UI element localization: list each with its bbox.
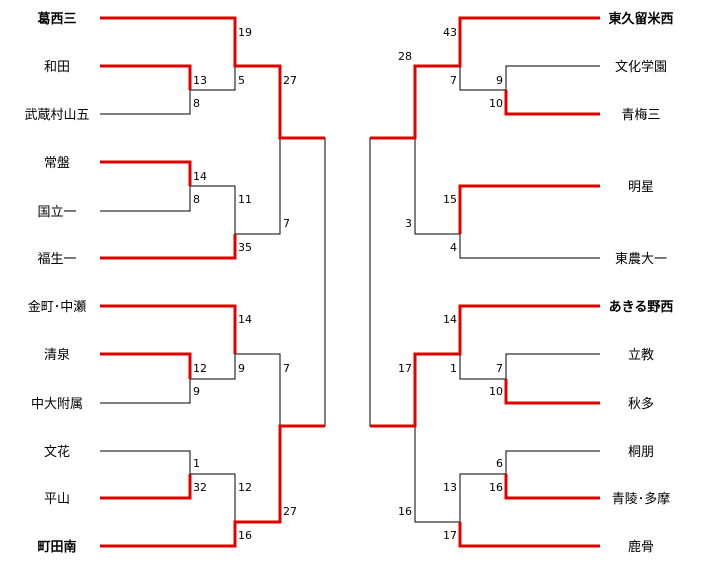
- right-team-names: 東久留米西 文化学園 青梅三 明星 東農大一 あきる野西 立教 秋多 桐朋 青陵…: [608, 11, 673, 555]
- team-name: 町田南: [37, 539, 76, 555]
- team-name: 立教: [628, 347, 654, 363]
- score-label: 5: [238, 74, 245, 87]
- score-label: 27: [283, 505, 297, 518]
- score-label: 16: [238, 529, 252, 542]
- team-name: 明星: [628, 180, 654, 195]
- score-label: 32: [193, 481, 207, 494]
- score-label: 16: [489, 481, 503, 494]
- team-name: 文花: [44, 444, 70, 460]
- team-name: 国立一: [37, 205, 76, 220]
- score-label: 6: [496, 457, 503, 470]
- right-bracket-lines: [369, 65, 600, 523]
- team-name: 東農大一: [615, 251, 667, 267]
- team-name: 文化学園: [615, 59, 667, 75]
- score-label: 11: [238, 193, 252, 206]
- score-label: 3: [405, 217, 412, 230]
- score-label: 8: [193, 97, 200, 110]
- team-name: 桐朋: [628, 445, 654, 460]
- score-label: 7: [283, 217, 290, 230]
- score-label: 1: [450, 362, 457, 375]
- score-label: 9: [193, 385, 200, 398]
- score-label: 8: [193, 193, 200, 206]
- score-label: 9: [238, 362, 245, 375]
- team-name: 鹿骨: [628, 539, 654, 555]
- score-label: 7: [496, 362, 503, 375]
- team-name: 中大附属: [31, 397, 83, 412]
- right-scores: 9 10 7 10 6 16 43 7 15 4 14 1 13 17 28 3…: [398, 26, 503, 542]
- left-scores: 13 8 14 8 12 9 1 32 19 5 11 35 14 9 12 1…: [193, 26, 297, 542]
- score-label: 35: [238, 241, 252, 254]
- right-bracket-winner-lines: [370, 16, 600, 548]
- score-label: 14: [193, 170, 207, 183]
- score-label: 14: [443, 313, 457, 326]
- score-label: 19: [238, 26, 252, 39]
- team-name: 青陵･多摩: [612, 491, 671, 507]
- team-name: 常盤: [44, 156, 70, 171]
- score-label: 1: [193, 457, 200, 470]
- left-bracket-winner-lines: [100, 16, 325, 548]
- score-label: 4: [450, 241, 457, 254]
- score-label: 28: [398, 50, 412, 63]
- score-label: 17: [443, 529, 457, 542]
- team-name: 青梅三: [621, 108, 660, 123]
- score-label: 17: [398, 362, 412, 375]
- team-name: 秋多: [628, 396, 654, 412]
- left-bracket-lines: [100, 66, 326, 522]
- score-label: 43: [443, 26, 457, 39]
- score-label: 10: [489, 385, 503, 398]
- score-label: 10: [489, 97, 503, 110]
- score-label: 27: [283, 74, 297, 87]
- score-label: 13: [193, 74, 207, 87]
- score-label: 14: [238, 313, 252, 326]
- score-label: 12: [238, 481, 252, 494]
- score-label: 15: [443, 193, 457, 206]
- team-name: 清泉: [44, 347, 70, 363]
- score-label: 7: [283, 362, 290, 375]
- score-label: 7: [450, 74, 457, 87]
- score-label: 13: [443, 481, 457, 494]
- team-name: 平山: [44, 492, 70, 507]
- score-label: 16: [398, 505, 412, 518]
- team-name: 和田: [44, 60, 70, 75]
- team-name: 武蔵村山五: [24, 108, 89, 123]
- left-team-names: 葛西三 和田 武蔵村山五 常盤 国立一 福生一 金町･中瀬 清泉 中大附属 文花…: [24, 11, 89, 555]
- score-label: 12: [193, 362, 207, 375]
- team-name: 金町･中瀬: [28, 299, 87, 315]
- team-name: 葛西三: [36, 11, 76, 27]
- score-label: 9: [496, 74, 503, 87]
- team-name: あきる野西: [609, 300, 674, 315]
- team-name: 福生一: [37, 252, 76, 267]
- team-name: 東久留米西: [608, 11, 673, 27]
